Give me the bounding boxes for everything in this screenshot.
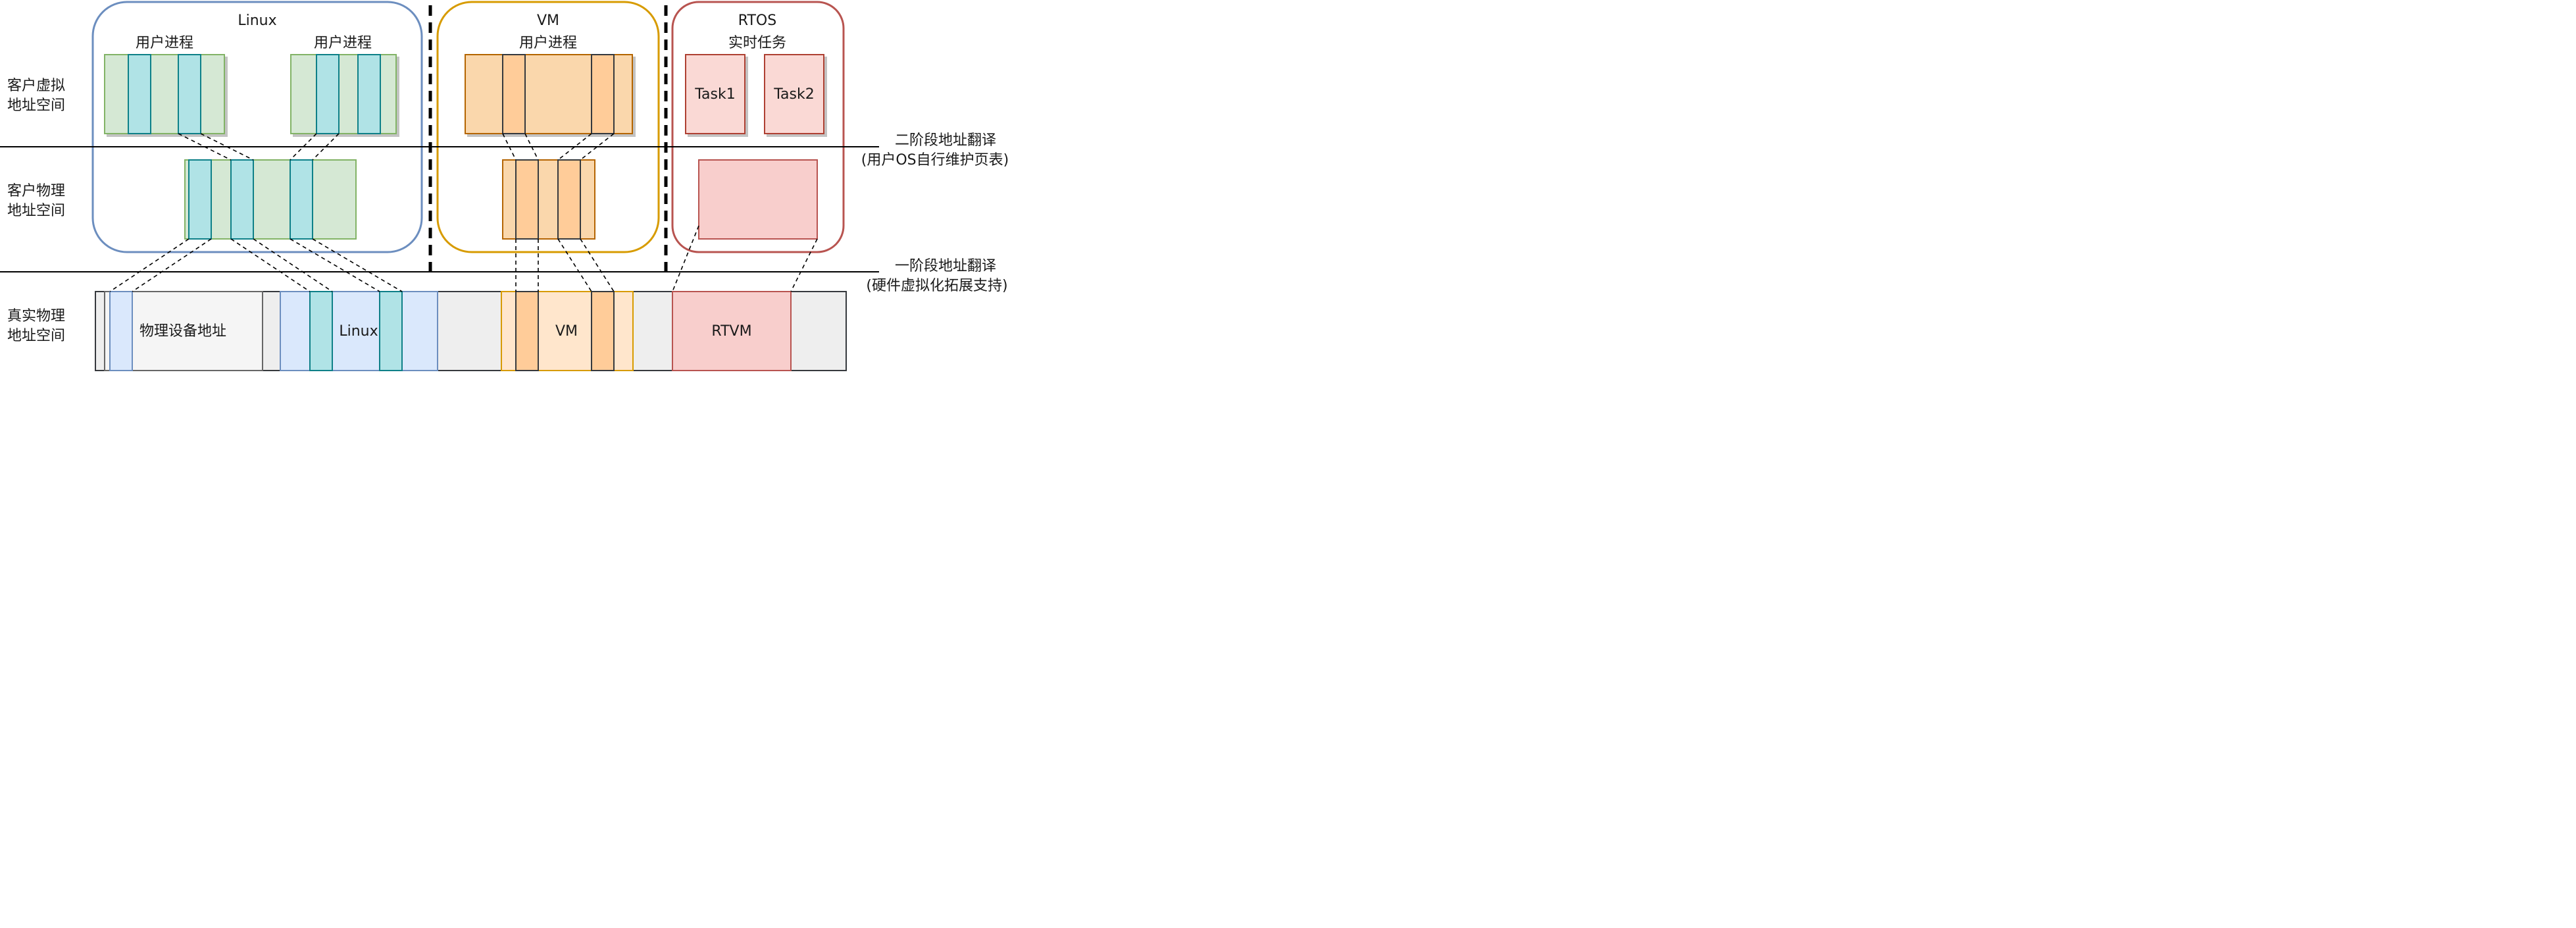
linux-process-left-page-1 <box>128 54 151 134</box>
rtos-subtitle: 实时任务 <box>728 35 786 51</box>
real-physical-label-line1: 真实物理 <box>7 308 65 324</box>
stage2-mapping-lines <box>178 133 615 161</box>
vm-physical-label: VM <box>555 323 578 340</box>
vm-guest-physical-page-2 <box>557 159 581 240</box>
guest-virtual-label-line1: 客户虚拟 <box>7 78 65 94</box>
rtos-task1-label: Task1 <box>694 86 735 103</box>
rtvm-physical-region <box>672 291 792 371</box>
diagram-svg: 客户虚拟 地址空间 客户物理 地址空间 真实物理 地址空间 二阶段地址翻译 (用… <box>0 1 1009 371</box>
linux-partition-border <box>91 1 423 253</box>
linux-process-right-page-2 <box>357 54 381 134</box>
linux-guest-physical-block <box>184 159 357 240</box>
linux-guest-physical-page-3 <box>290 159 313 240</box>
rtvm-physical-label: RTVM <box>711 323 751 340</box>
real-physical-label-line2: 地址空间 <box>7 328 65 344</box>
vm-title: VM <box>537 13 559 29</box>
linux-physical-page-1 <box>309 291 333 371</box>
stage2-label-line1: 二阶段地址翻译 <box>895 132 996 149</box>
diagram-canvas: 客户虚拟 地址空间 客户物理 地址空间 真实物理 地址空间 二阶段地址翻译 (用… <box>0 0 1019 375</box>
guest-physical-label-line1: 客户物理 <box>7 183 65 199</box>
vm-process-page-2 <box>591 54 615 134</box>
vm-process-label: 用户进程 <box>519 35 577 51</box>
vm-guest-physical-page-1 <box>515 159 539 240</box>
stage2-label-line2: (用户OS自行维护页表) <box>861 152 1009 168</box>
rtos-task2-label: Task2 <box>773 86 814 103</box>
real-physical-memory-bar <box>95 291 847 371</box>
rtos-task1-block <box>685 54 745 134</box>
linux-process-right-page-1 <box>316 54 340 134</box>
guest-virtual-label-line2: 地址空间 <box>7 97 65 114</box>
linux-guest-physical-page-2 <box>230 159 254 240</box>
rtos-partition-border <box>671 1 845 253</box>
linux-process-left-label: 用户进程 <box>136 35 193 51</box>
linux-guest-physical-page-1 <box>188 159 212 240</box>
device-address-label: 物理设备地址 <box>139 323 226 340</box>
linux-physical-region <box>280 291 438 371</box>
linux-process-right-block <box>290 54 397 134</box>
vm-process-block <box>465 54 633 134</box>
vm-guest-physical-block <box>502 159 595 240</box>
guest-physical-label-line2: 地址空间 <box>7 203 65 219</box>
linux-physical-label: Linux <box>339 323 378 340</box>
stage1-mapping-lines <box>109 225 818 292</box>
vm-process-page-1 <box>502 54 526 134</box>
vm-partition-border <box>436 1 660 253</box>
stage1-label-line2: (硬件虚拟化拓展支持) <box>866 278 1007 294</box>
rtos-title: RTOS <box>738 13 776 29</box>
stage1-label-line1: 一阶段地址翻译 <box>895 258 996 274</box>
vm-physical-page-1 <box>515 291 539 371</box>
linux-process-right-label: 用户进程 <box>314 35 372 51</box>
linux-physical-page-2 <box>379 291 403 371</box>
linux-process-left-page-2 <box>178 54 201 134</box>
memory-bar-edge-segment <box>95 291 105 371</box>
rtos-guest-physical-block <box>698 159 818 240</box>
linux-title: Linux <box>238 13 276 29</box>
linux-process-left-block <box>104 54 225 134</box>
device-address-blue-page <box>109 291 133 371</box>
vm-physical-page-2 <box>591 291 615 371</box>
rtos-task2-block <box>764 54 824 134</box>
